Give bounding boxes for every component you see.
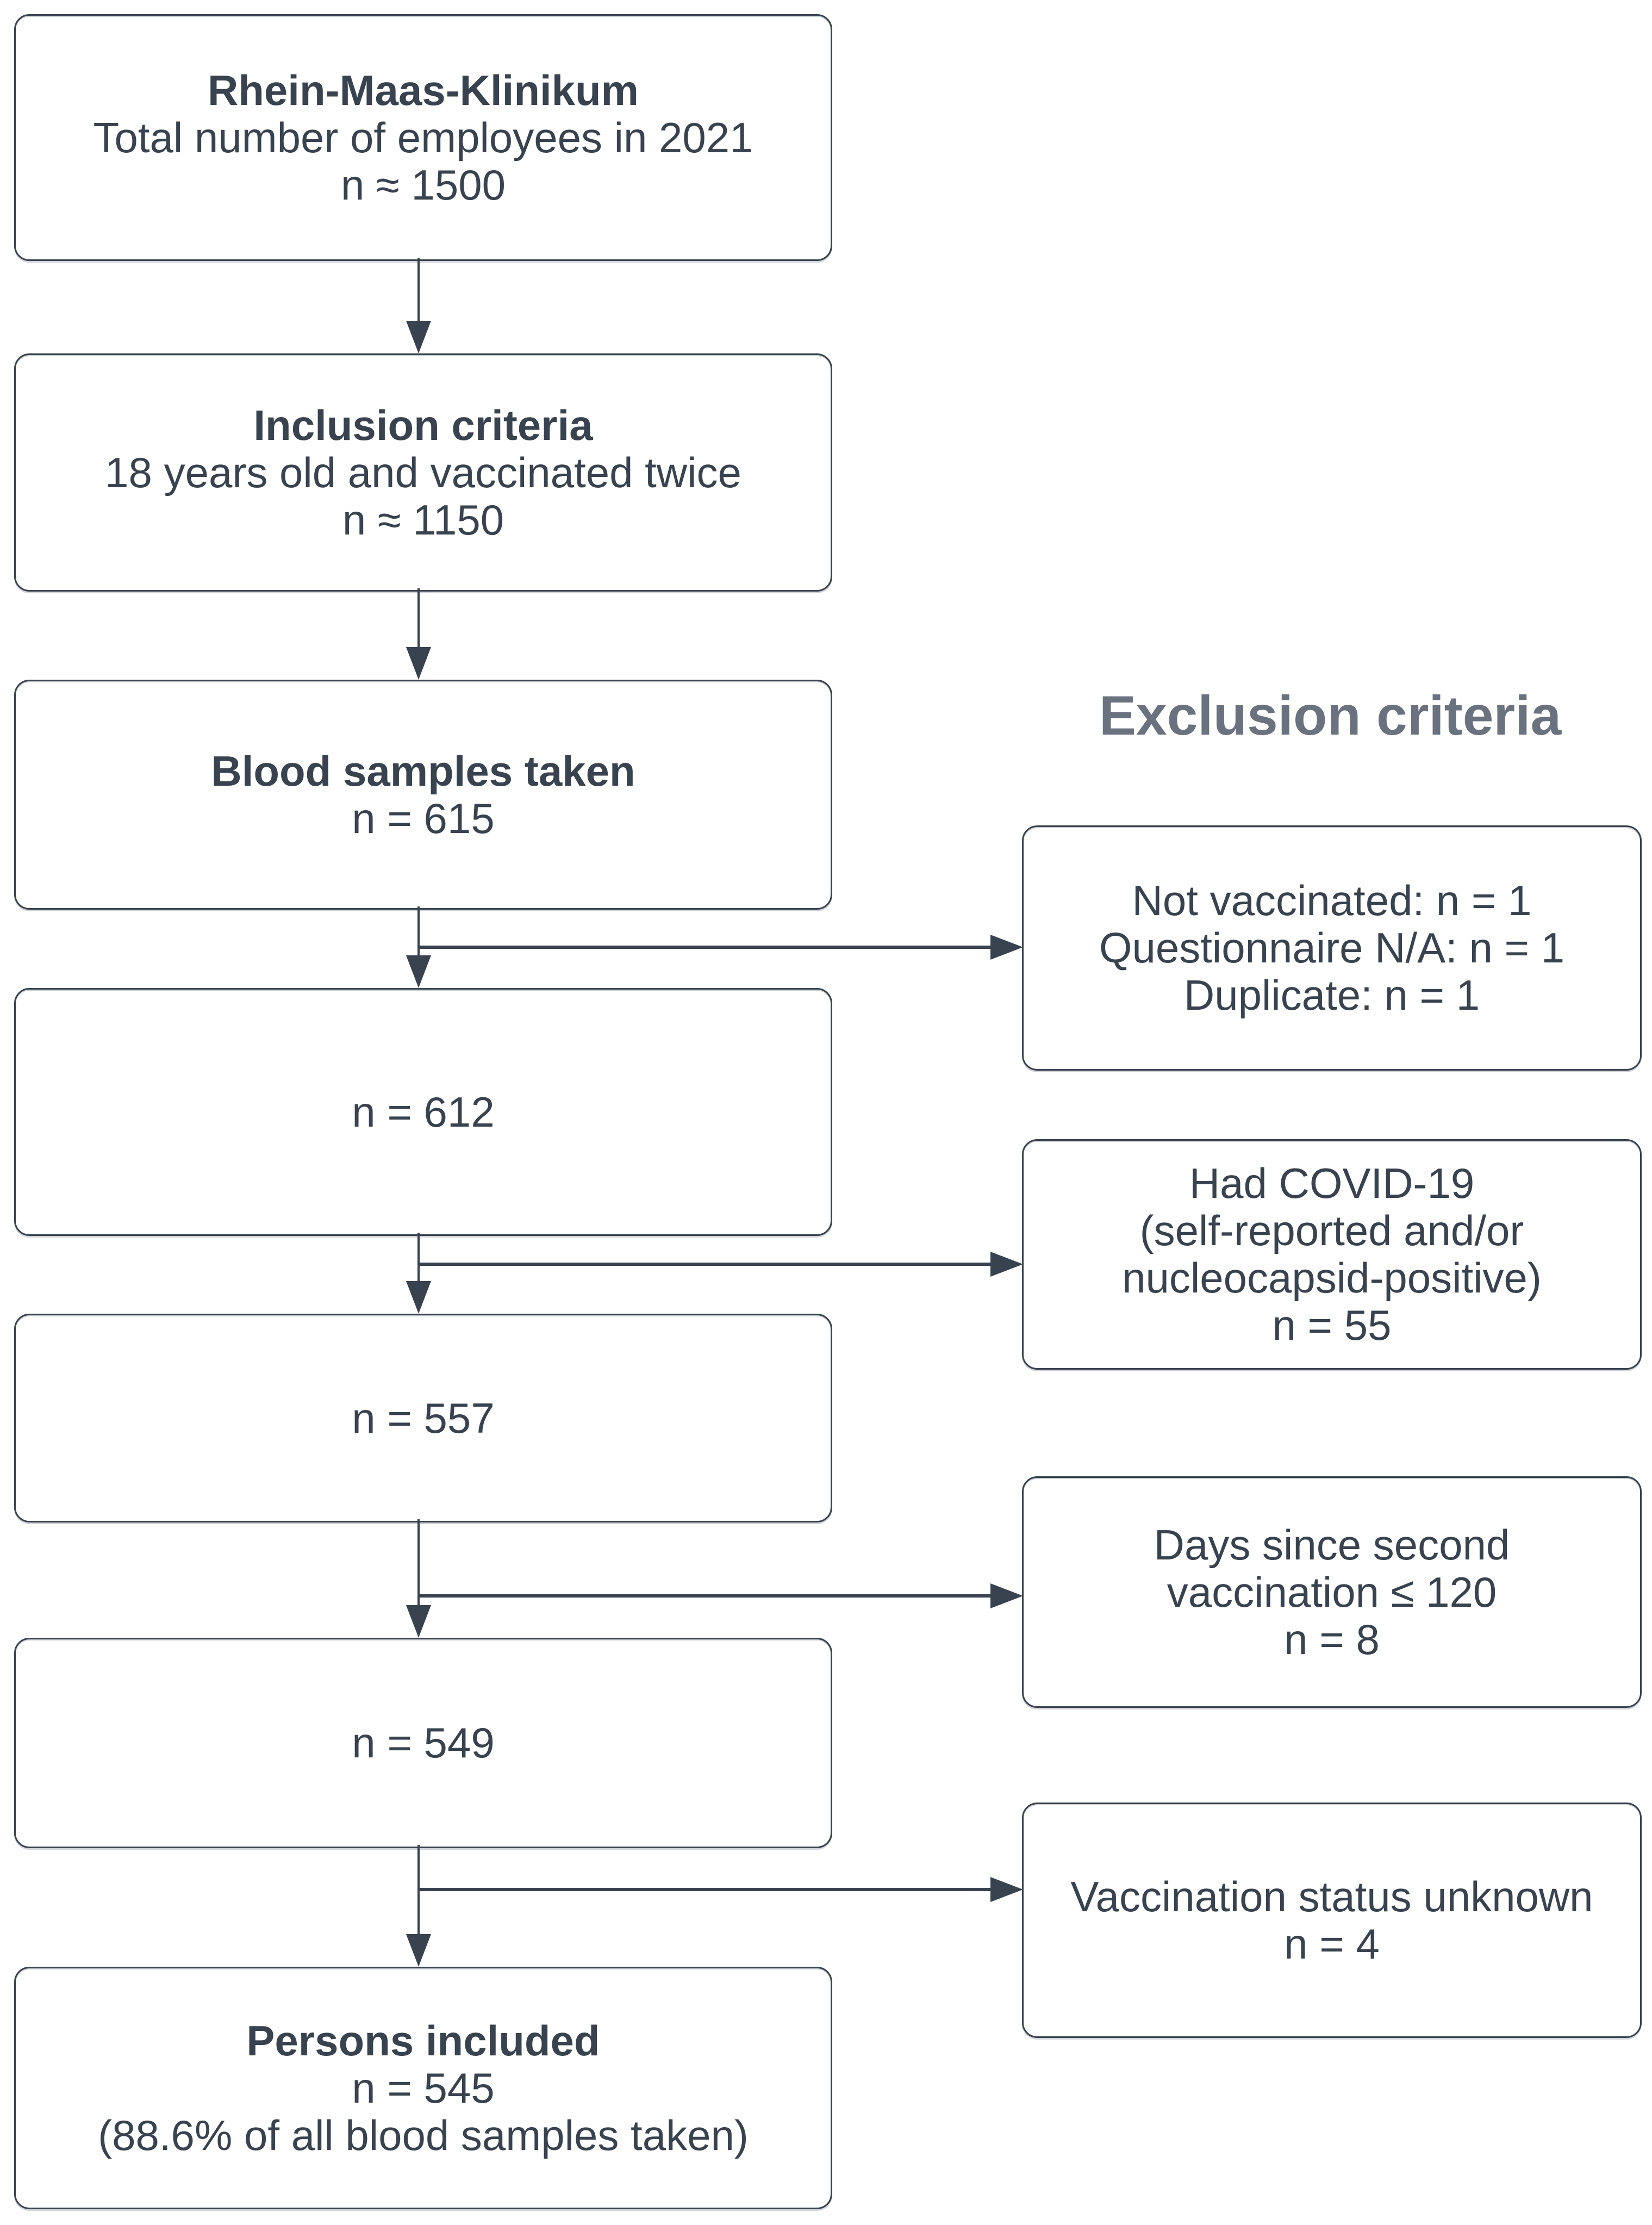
arrow-down-icon-1 <box>406 321 431 353</box>
box-count: n = 545 <box>352 2064 495 2112</box>
box-count: n ≈ 1150 <box>342 495 504 544</box>
arrow-down-icon-6 <box>406 1934 431 1967</box>
flow-box-blood-samples: Blood samples taken n = 615 <box>14 680 832 910</box>
exclusion-criteria-heading: Exclusion criteria <box>1099 685 1562 747</box>
box-text: vaccination ≤ 120 <box>1167 1568 1497 1616</box>
box-count: n = 8 <box>1284 1615 1380 1663</box>
box-title: Blood samples taken <box>211 747 635 795</box>
arrow-right-icon-4 <box>990 1877 1023 1902</box>
flow-box-excluded-admin: Not vaccinated: n = 1 Questionnaire N/A:… <box>1022 825 1642 1071</box>
box-count: n = 4 <box>1284 1919 1380 1968</box>
box-text: Days since second <box>1154 1520 1510 1569</box>
box-text: Vaccination status unknown <box>1070 1872 1593 1921</box>
box-title: Inclusion criteria <box>253 401 593 449</box>
box-text: 18 years old and vaccinated twice <box>105 448 741 496</box>
branch-line-4 <box>419 1888 992 1891</box>
flow-box-total-employees: Rhein-Maas-Klinikum Total number of empl… <box>14 14 832 261</box>
box-text: (88.6% of all blood samples taken) <box>98 2111 749 2159</box>
box-text: (self-reported and/or <box>1139 1207 1524 1254</box>
connector-line-5 <box>417 1519 420 1606</box>
box-count: n = 557 <box>352 1394 495 1442</box>
connector-line-4 <box>417 1233 420 1282</box>
box-text: nucleocapsid-positive) <box>1122 1254 1542 1302</box>
box-title: Persons included <box>246 2016 600 2065</box>
box-text: Total number of employees in 2021 <box>93 113 753 161</box>
arrow-down-icon-2 <box>406 647 431 680</box>
branch-line-3 <box>419 1594 992 1598</box>
branch-line-1 <box>419 946 992 949</box>
arrow-right-icon-3 <box>990 1583 1023 1608</box>
box-count: n = 55 <box>1272 1301 1392 1349</box>
branch-line-2 <box>419 1263 992 1266</box>
flow-box-excluded-days-since-vaccination: Days since second vaccination ≤ 120 n = … <box>1022 1476 1642 1708</box>
flow-box-inclusion-criteria: Inclusion criteria 18 years old and vacc… <box>14 353 832 592</box>
box-count: n = 615 <box>352 794 495 842</box>
box-count: n ≈ 1500 <box>340 160 506 209</box>
box-title: Rhein-Maas-Klinikum <box>207 66 639 114</box>
arrow-down-icon-4 <box>406 1281 431 1314</box>
flow-box-persons-included: Persons included n = 545 (88.6% of all b… <box>14 1967 832 2209</box>
flow-box-n-557: n = 557 <box>14 1314 832 1522</box>
flow-box-n-549: n = 549 <box>14 1638 832 1848</box>
connector-line-3 <box>417 906 420 956</box>
flow-box-n-612: n = 612 <box>14 988 832 1236</box>
box-text: Had COVID-19 <box>1189 1159 1475 1207</box>
arrow-down-icon-3 <box>406 955 431 988</box>
arrow-right-icon-1 <box>990 935 1023 960</box>
arrow-down-icon-5 <box>406 1605 431 1638</box>
connector-line-1 <box>417 258 420 323</box>
arrow-right-icon-2 <box>990 1252 1023 1277</box>
box-text: Duplicate: n = 1 <box>1183 971 1480 1019</box>
connector-line-2 <box>417 588 420 648</box>
box-count: n = 549 <box>352 1719 495 1767</box>
flow-box-excluded-covid: Had COVID-19 (self-reported and/or nucle… <box>1022 1139 1642 1370</box>
flow-box-excluded-vaccination-status: Vaccination status unknown n = 4 <box>1022 1803 1642 2038</box>
box-text: Questionnaire N/A: n = 1 <box>1099 924 1565 972</box>
box-count: n = 612 <box>352 1087 495 1136</box>
box-text: Not vaccinated: n = 1 <box>1132 877 1532 924</box>
